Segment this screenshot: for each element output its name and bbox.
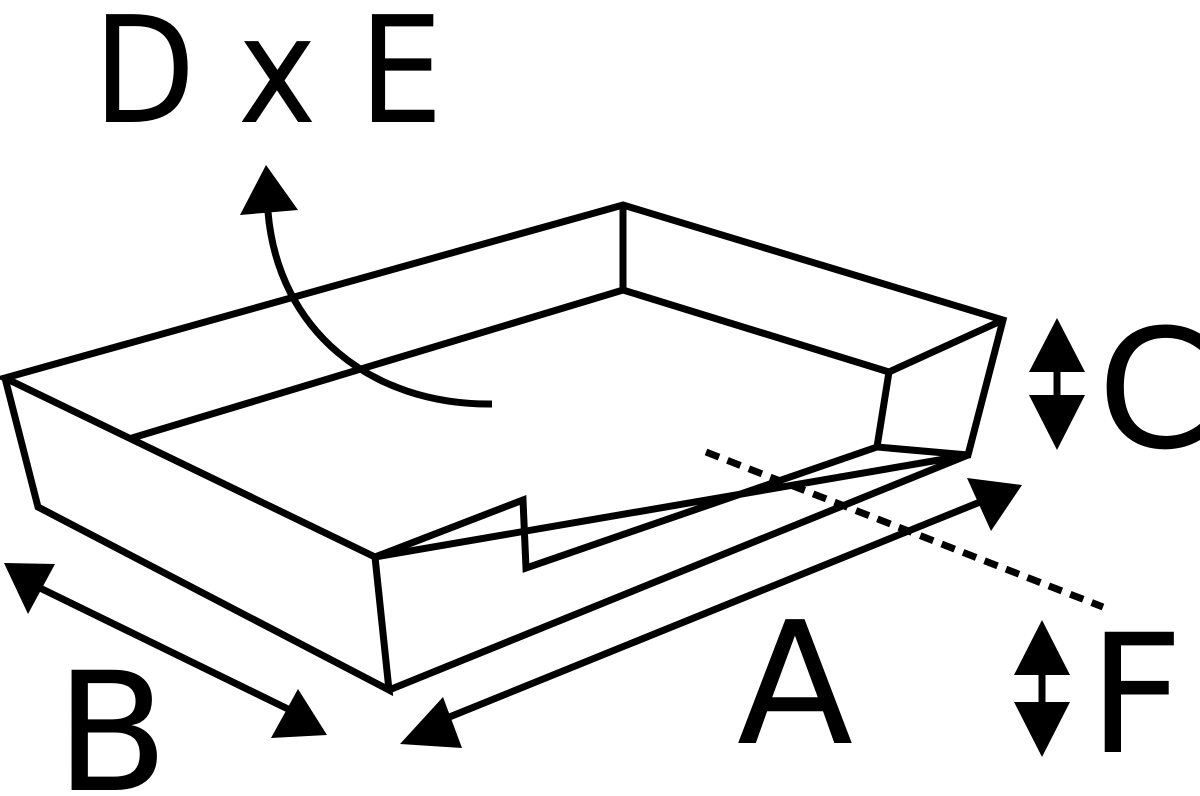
tray-front-left-face (1, 377, 394, 697)
tray-front-notch (373, 443, 879, 573)
tray-right-rim-edge (887, 316, 1005, 376)
label-c: C (1097, 294, 1200, 486)
dxe-arrow (240, 165, 493, 408)
tray-top-rim (0, 201, 1008, 561)
tray-front-right-face (387, 451, 970, 694)
label-a: A (737, 586, 853, 784)
label-b: B (55, 637, 168, 796)
tray-outline (0, 201, 1008, 697)
c-double-arrow (1029, 318, 1085, 450)
label-dxe: D x E (93, 0, 443, 157)
tray-inner-right-wall (872, 371, 969, 459)
f-double-arrow (1014, 620, 1070, 757)
label-f: F (1089, 599, 1184, 791)
b-dimension-arrow (4, 563, 327, 738)
a-dimension-arrow (400, 478, 1022, 748)
